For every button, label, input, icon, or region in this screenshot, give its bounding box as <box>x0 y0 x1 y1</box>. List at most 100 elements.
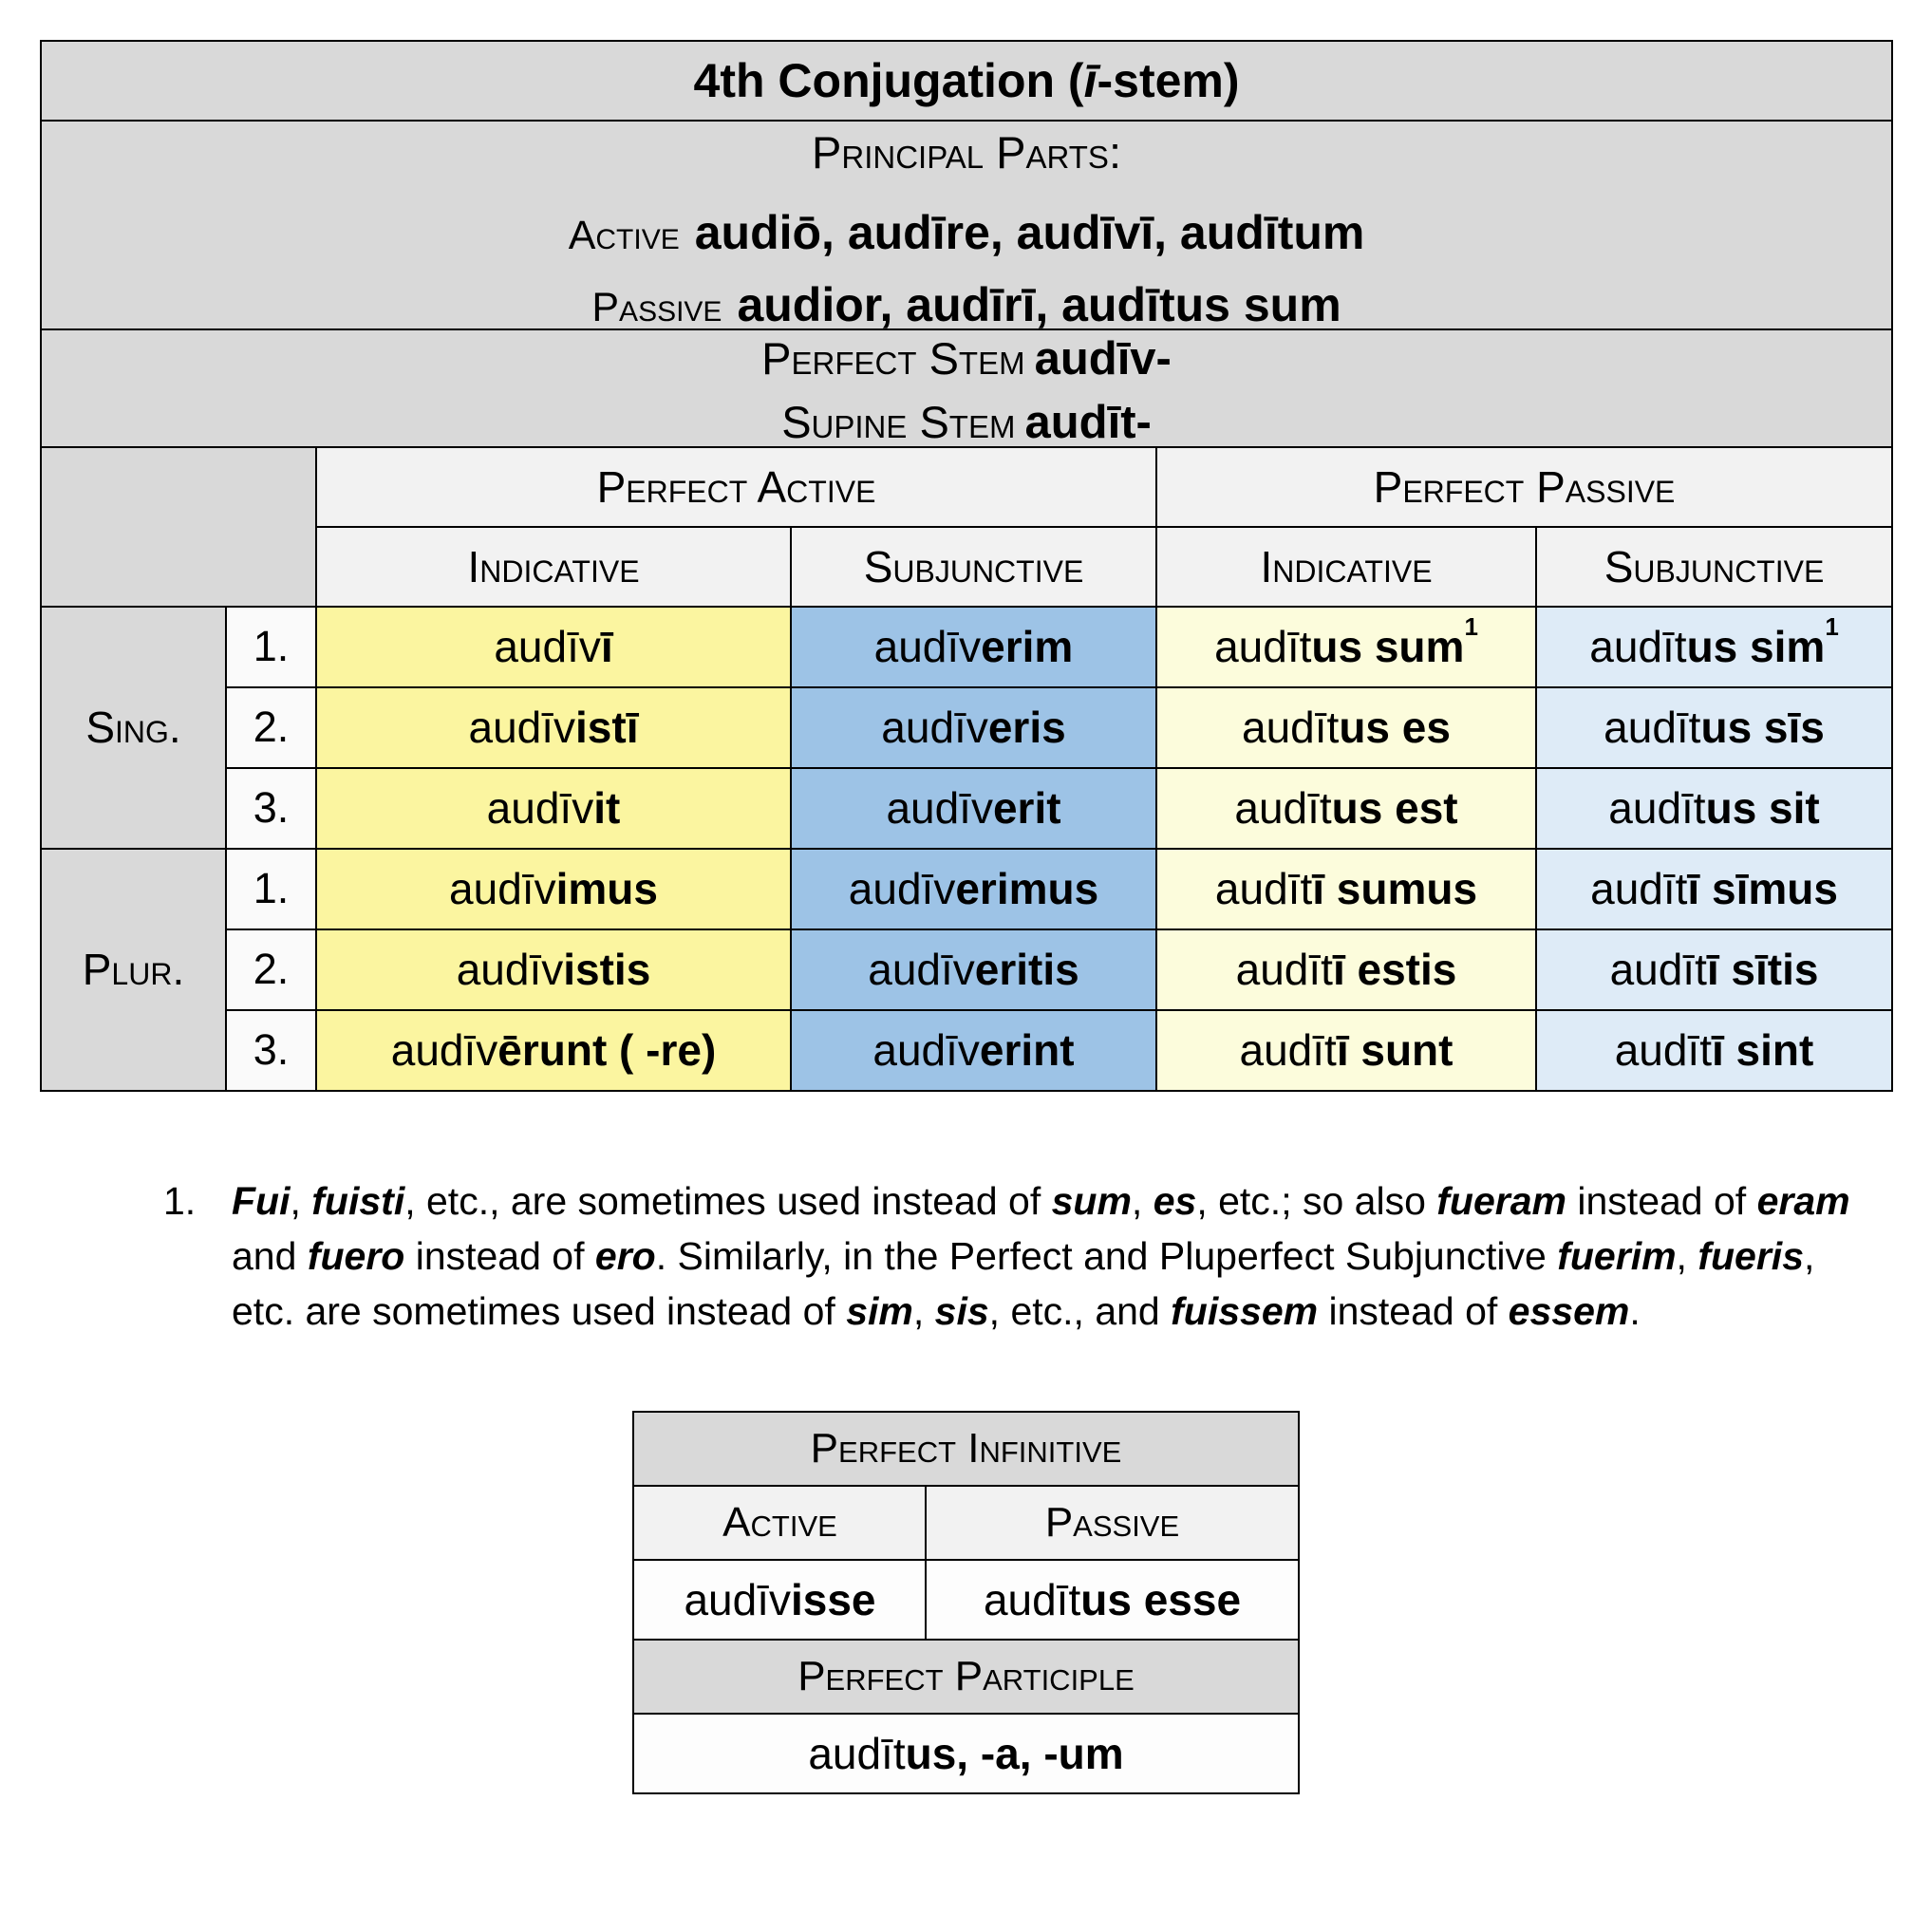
chart-title-istem: ī <box>1083 54 1097 107</box>
passive-subjunctive-header: Subjunctive <box>1534 525 1894 608</box>
form-act-ind: audīvī <box>315 605 792 688</box>
form-stem: audīt <box>1614 1025 1712 1076</box>
form-stem: audīv <box>886 783 993 834</box>
form-ending: us esse <box>1080 1575 1242 1625</box>
passive-voice-label: Passive <box>591 284 722 329</box>
form-act-subj: audīverit <box>790 766 1157 850</box>
form-pass-ind: audītus es <box>1155 685 1537 769</box>
form-ending: ī <box>600 622 613 672</box>
number-group-label: Sing. <box>40 605 227 850</box>
form-ending: ī estis <box>1332 945 1457 995</box>
form-ending: us es <box>1339 703 1451 753</box>
form-ending: us sit <box>1705 783 1820 834</box>
person-label: 1. <box>225 847 317 930</box>
footnote-span: , <box>912 1289 935 1334</box>
form-pass-ind: audītus sum1 <box>1155 605 1537 688</box>
form-ending: ī sint <box>1712 1025 1814 1076</box>
form-act-ind: audīvimus <box>315 847 792 930</box>
infinitive-passive-header: Passive <box>925 1485 1300 1562</box>
form-ending: us sum <box>1311 622 1465 672</box>
form-stem: audīv <box>390 1025 498 1076</box>
passive-indicative-header: Indicative <box>1155 525 1537 608</box>
latin-term: fuisti <box>311 1178 405 1223</box>
infinitive-active-header: Active <box>632 1485 928 1562</box>
participle-form: audītus, -a, -um <box>632 1713 1300 1795</box>
form-pass-subj: audītus sit <box>1534 766 1894 850</box>
form-stem: audīt <box>1608 783 1706 834</box>
form-act-subj: audīverimus <box>790 847 1157 930</box>
active-subjunctive-header: Subjunctive <box>790 525 1157 608</box>
infinitive-passive-form: audītus esse <box>925 1559 1300 1641</box>
form-ending: imus <box>555 864 658 914</box>
form-stem: audīv <box>868 945 975 995</box>
footnote: 1. Fui, fuisti, etc., are sometimes used… <box>163 1173 1872 1340</box>
chart-title: 4th Conjugation (ī-stem) <box>39 40 1894 122</box>
chart-title-pre: 4th Conjugation ( <box>693 54 1084 107</box>
form-act-ind: audīvit <box>315 766 792 850</box>
latin-term: es <box>1153 1178 1197 1223</box>
form-stem: audīt <box>983 1575 1081 1625</box>
form-pass-ind: audītī sunt <box>1155 1008 1537 1092</box>
form-stem: audīv <box>873 622 982 672</box>
form-ending: ērunt ( -re) <box>497 1025 717 1076</box>
conjugation-chart: 4th Conjugation (ī-stem) Principal Parts… <box>39 40 1894 1092</box>
form-ending: ī sunt <box>1336 1025 1454 1076</box>
form-pass-ind: audītus est <box>1155 766 1537 850</box>
form-act-subj: audīverim <box>790 605 1157 688</box>
form-pass-subj: audītī sītis <box>1534 928 1894 1011</box>
passive-principal-parts: audior, audīrī, audītus sum <box>737 277 1341 329</box>
form-ending: us sīs <box>1700 703 1825 753</box>
perfect-passive-header: Perfect Passive <box>1154 445 1894 528</box>
person-label: 2. <box>225 928 317 1011</box>
form-stem: audīv <box>684 1575 791 1625</box>
form-ending: ī sīmus <box>1687 864 1838 914</box>
form-stem: audīv <box>881 703 988 753</box>
form-ending: istis <box>563 945 651 995</box>
footnote-reference: 1 <box>1464 612 1478 642</box>
latin-term: fueris <box>1698 1234 1804 1279</box>
form-ending: istī <box>575 703 639 753</box>
form-ending: us, -a, -um <box>905 1729 1124 1779</box>
form-stem: audīt <box>808 1729 906 1779</box>
form-stem: audīv <box>468 703 576 753</box>
footnote-span: , <box>1676 1234 1698 1279</box>
person-label: 2. <box>225 685 317 769</box>
infinitive-voice-row: Active Passive <box>632 1485 1300 1562</box>
form-stem: audīt <box>1609 945 1707 995</box>
form-ending: erim <box>981 622 1074 672</box>
footnote-span: , <box>1131 1178 1154 1223</box>
infinitive-active-form: audīvisse <box>632 1559 928 1641</box>
form-stem: audīv <box>848 864 956 914</box>
form-pass-subj: audītus sim1 <box>1534 605 1894 688</box>
participle-title-row: Perfect Participle <box>632 1639 1300 1716</box>
footnote-reference: 1 <box>1825 612 1839 642</box>
form-ending: erit <box>992 783 1061 834</box>
footnote-span: instead of <box>404 1234 595 1279</box>
person-label: 3. <box>225 1008 317 1092</box>
footnote-span: , etc. are sometimes used instead of <box>232 1234 1815 1334</box>
latin-term: sum <box>1051 1178 1132 1223</box>
form-ending: us est <box>1331 783 1458 834</box>
latin-term: fueram <box>1436 1178 1566 1223</box>
form-stem: audīt <box>1239 1025 1337 1076</box>
infinitive-forms-row: audīvisse audītus esse <box>632 1559 1300 1641</box>
form-act-subj: audīverint <box>790 1008 1157 1092</box>
footnote-number: 1. <box>163 1178 197 1223</box>
footnote-span: , etc., are sometimes used instead of <box>404 1178 1052 1223</box>
form-stem: audīt <box>1214 864 1313 914</box>
number-group-label: Plur. <box>40 847 227 1092</box>
form-stem: audīt <box>1234 783 1332 834</box>
form-stem: audīv <box>456 945 564 995</box>
perfect-stem-label: Perfect Stem <box>761 332 1025 384</box>
chart-title-post: -stem) <box>1097 54 1240 107</box>
person-label: 3. <box>225 766 317 850</box>
form-pass-subj: audītī sint <box>1534 1008 1894 1092</box>
footnote-span: instead of <box>1566 1178 1757 1223</box>
